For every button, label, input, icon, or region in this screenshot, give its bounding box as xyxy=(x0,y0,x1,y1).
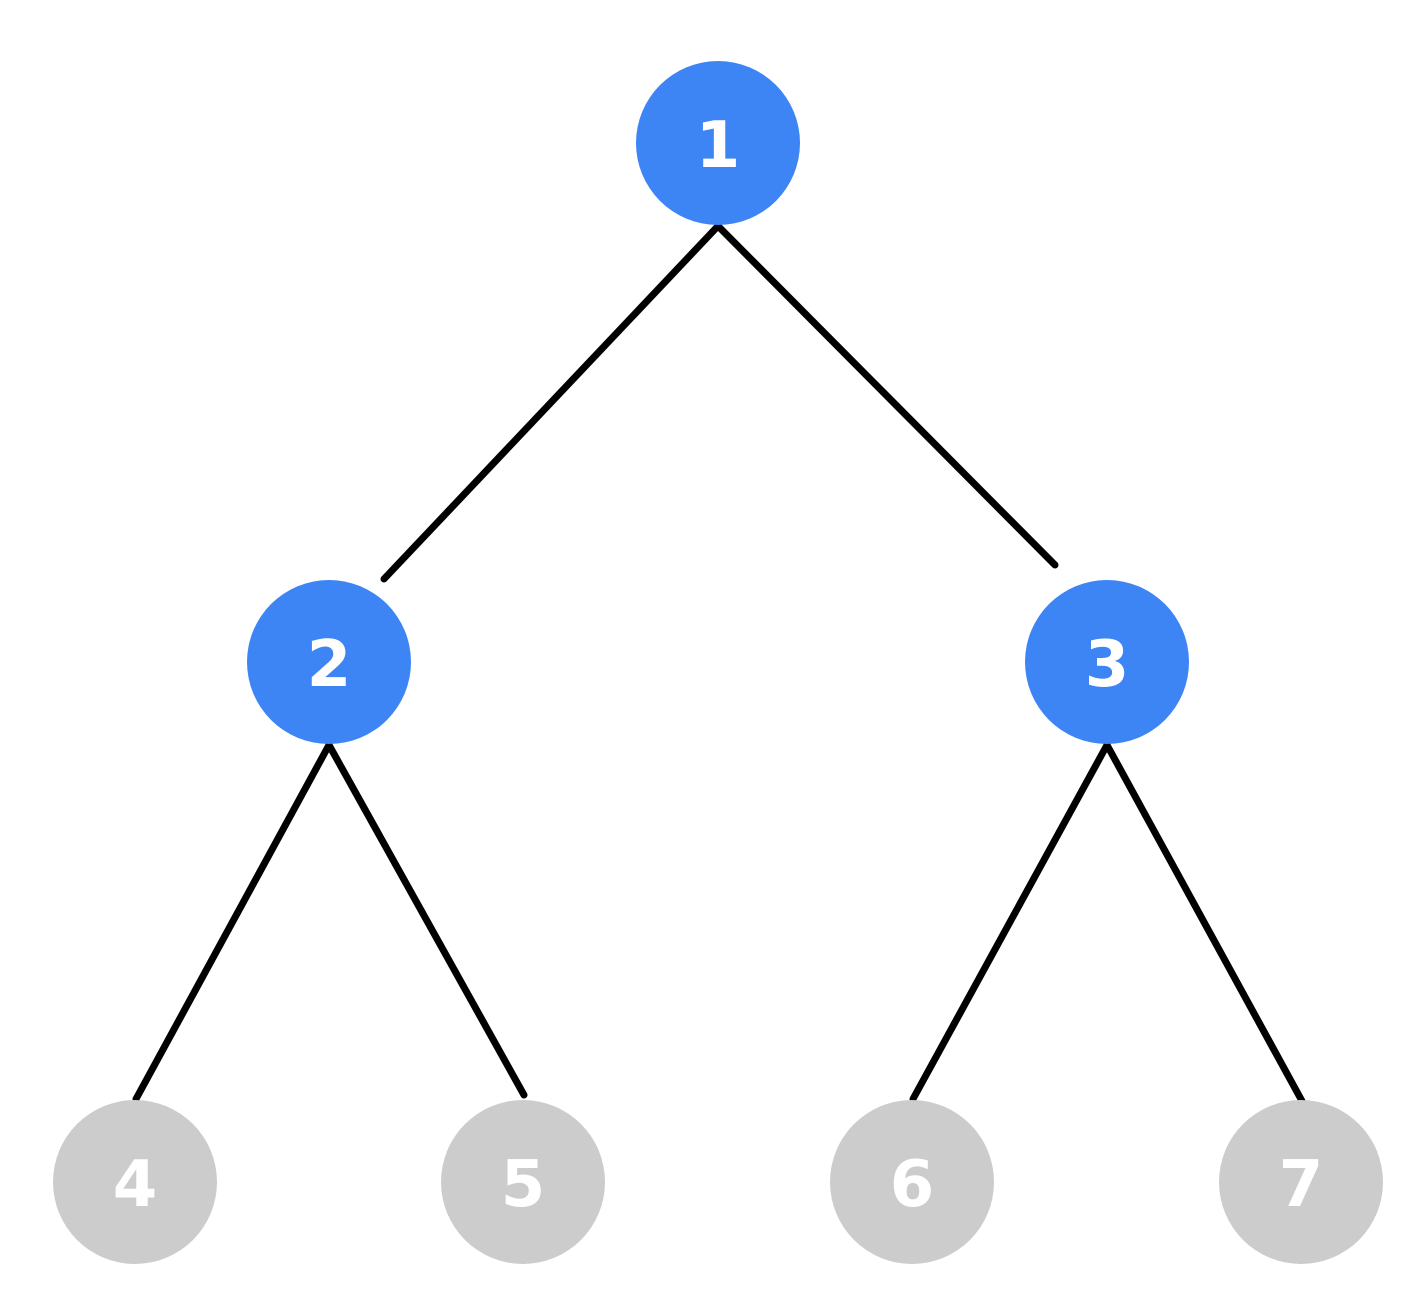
node-circle-6 xyxy=(830,1100,994,1264)
node-circle-5 xyxy=(441,1100,605,1264)
edge-3-7 xyxy=(1103,741,1306,1105)
node-3: 3 xyxy=(1025,580,1189,744)
node-circle-1 xyxy=(636,61,800,225)
node-label-1: 1 xyxy=(696,109,741,183)
node-circle-2 xyxy=(247,580,411,744)
node-label-5: 5 xyxy=(501,1148,546,1222)
node-label-3: 3 xyxy=(1085,628,1130,702)
node-1: 1 xyxy=(636,61,800,225)
node-6: 6 xyxy=(830,1100,994,1264)
edge-1-3 xyxy=(714,222,1059,569)
node-circle-4 xyxy=(53,1100,217,1264)
node-2: 2 xyxy=(247,580,411,744)
edge-2-5 xyxy=(325,741,528,1099)
node-label-7: 7 xyxy=(1279,1148,1324,1222)
node-5: 5 xyxy=(441,1100,605,1264)
node-label-6: 6 xyxy=(890,1148,935,1222)
node-7: 7 xyxy=(1219,1100,1383,1264)
tree-edges xyxy=(132,222,1306,1105)
node-label-2: 2 xyxy=(307,628,352,702)
tree-nodes: 1 2 3 4 5 6 7 xyxy=(53,61,1383,1264)
node-label-4: 4 xyxy=(113,1148,158,1222)
edge-2-4 xyxy=(132,741,333,1103)
node-circle-7 xyxy=(1219,1100,1383,1264)
node-circle-3 xyxy=(1025,580,1189,744)
edge-1-2 xyxy=(380,222,722,583)
node-4: 4 xyxy=(53,1100,217,1264)
edge-3-6 xyxy=(909,741,1111,1103)
